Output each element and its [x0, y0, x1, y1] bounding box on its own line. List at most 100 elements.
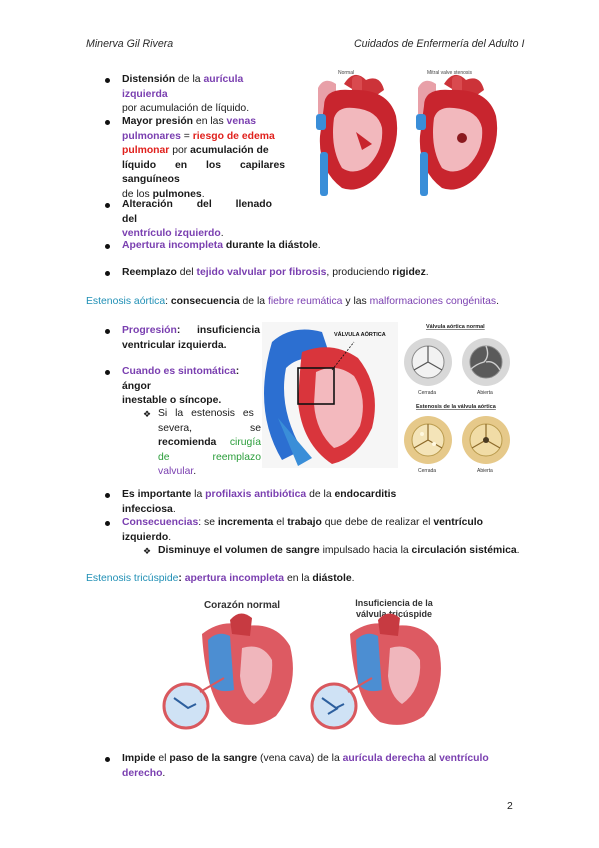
aortic-valve-heart-figure: VÁLVULA AÓRTICA	[262, 322, 398, 468]
text: por acumulación de líquido.	[122, 103, 250, 115]
text: Mayor presión	[122, 116, 194, 127]
text: :	[165, 296, 171, 307]
valve-highlight-box	[297, 367, 335, 405]
valve-normal-open-image	[462, 338, 510, 386]
text: .	[193, 466, 197, 478]
text: .	[220, 228, 224, 240]
fig1-label-stenosis: Mitral valve stenosis	[427, 70, 473, 76]
valve-stenosis-closed-image	[404, 416, 452, 464]
text: apertura incompleta	[184, 573, 285, 584]
text: el	[273, 517, 288, 528]
text: , produciendo	[326, 267, 393, 278]
text: valvular	[158, 466, 194, 478]
bullet-dot	[105, 244, 110, 249]
text: .	[496, 296, 499, 307]
bullet-dot	[105, 757, 110, 762]
bullet-dot	[105, 521, 110, 526]
mitral-stenosis-figure: Normal Mitral valve stenosis	[316, 70, 498, 196]
text: ventricular izquierda.	[122, 339, 227, 351]
text: circulación sistémica	[411, 545, 517, 556]
fig-normal-heart-title: Corazón normal	[204, 600, 280, 611]
text: ventrículo izquierdo	[122, 517, 484, 543]
text: malformaciones congénitas	[369, 296, 497, 307]
bullet-dot	[105, 271, 110, 276]
text: impulsado hacia la	[319, 545, 412, 556]
text: : ángor	[122, 366, 240, 392]
insufficiency-heart-image	[310, 613, 441, 730]
heart-normal-image	[316, 74, 398, 196]
text: .	[168, 531, 172, 543]
text: de la	[175, 74, 204, 85]
tricuspid-stenosis-heading: Estenosis tricúspide: apertura incomplet…	[86, 572, 486, 587]
aortic-valve-closeup-figure: Válvula aórtica normal Cerrada Abierta E…	[404, 324, 510, 474]
aortic-stenosis-heading: Estenosis aórtica: consecuencia de la fi…	[86, 295, 526, 310]
left-ventricle-term: ventrículo izquierdo	[122, 228, 221, 240]
text: se	[250, 422, 261, 434]
text: el	[155, 753, 170, 764]
text: y las	[342, 296, 370, 307]
text: diástole	[278, 240, 318, 251]
text: severa,	[158, 422, 193, 434]
text: endocarditis infecciosa	[122, 489, 397, 515]
text: Si la estenosis es	[158, 408, 254, 419]
text: .	[162, 767, 166, 779]
header-course: Cuidados de Enfermería del Adulto I	[354, 38, 525, 50]
text: .	[172, 503, 176, 515]
text: paso de la sangre	[169, 753, 258, 764]
text: de la	[239, 296, 268, 307]
valve-stenosis-open-image	[462, 416, 510, 464]
text: venas	[226, 116, 257, 127]
text: Estenosis aórtica	[86, 296, 166, 307]
text: .	[201, 188, 205, 200]
text: líquido en los capilares sanguíneos	[122, 159, 285, 186]
text: pulmones	[152, 188, 202, 200]
text: cirugía	[229, 437, 261, 449]
text: Estenosis tricúspide	[86, 573, 179, 584]
fig-stenosis-valve-title: Estenosis de la válvula aórtica	[416, 404, 497, 410]
pulmonary-edema-term: riesgo de edema	[192, 130, 275, 142]
text: .	[351, 573, 355, 584]
text: :	[176, 325, 181, 336]
text: :	[178, 573, 185, 584]
text: ventrículo derecho	[122, 753, 489, 779]
text: Impide	[122, 753, 156, 764]
text: de los	[122, 188, 153, 200]
fig-closed-label: Cerrada	[418, 390, 436, 396]
text: Disminuye	[158, 545, 211, 556]
text: Reemplazo	[122, 267, 177, 278]
bullet-dot	[105, 203, 110, 208]
text: en las	[193, 116, 227, 127]
text: pulmonares	[122, 130, 181, 142]
text: por	[169, 145, 191, 157]
diamond-bullet-icon: ❖	[143, 409, 152, 419]
text: diástole	[312, 573, 352, 584]
text: la	[191, 489, 206, 500]
fig1-label-normal: Normal	[338, 70, 354, 76]
text: Progresión	[122, 325, 177, 336]
text: Alteración del llenado del	[122, 199, 272, 225]
bullet-dot	[105, 493, 110, 498]
text: .	[317, 240, 321, 251]
text: consecuencia	[170, 296, 240, 307]
text: volumen de sangre	[225, 545, 320, 556]
text: pulmonar	[122, 145, 170, 157]
text: (vena cava) de la	[257, 753, 343, 764]
text: incrementa	[217, 517, 274, 528]
bullet-dot	[105, 120, 110, 125]
text: trabajo	[287, 517, 322, 528]
text: inestable o síncope.	[122, 395, 222, 407]
bullet-distension-term: Distensión	[122, 74, 176, 85]
page-number: 2	[507, 801, 513, 812]
text: .	[516, 545, 520, 556]
fig-aortic-valve-label: VÁLVULA AÓRTICA	[334, 330, 386, 338]
fig-stenosis-closed-label: Cerrada	[418, 468, 436, 474]
text: al	[425, 753, 440, 764]
bullet-dot	[105, 78, 110, 83]
text: Apertura incompleta	[122, 240, 224, 251]
left-atrium-term: aurícula izquierda	[122, 74, 244, 100]
fig-stenosis-open-label: Abierta	[477, 468, 493, 474]
text: en la	[284, 573, 313, 584]
text: tejido valvular por fibrosis	[196, 267, 327, 278]
text: Es importante	[122, 489, 192, 500]
text: que debe de realizar el	[321, 517, 434, 528]
